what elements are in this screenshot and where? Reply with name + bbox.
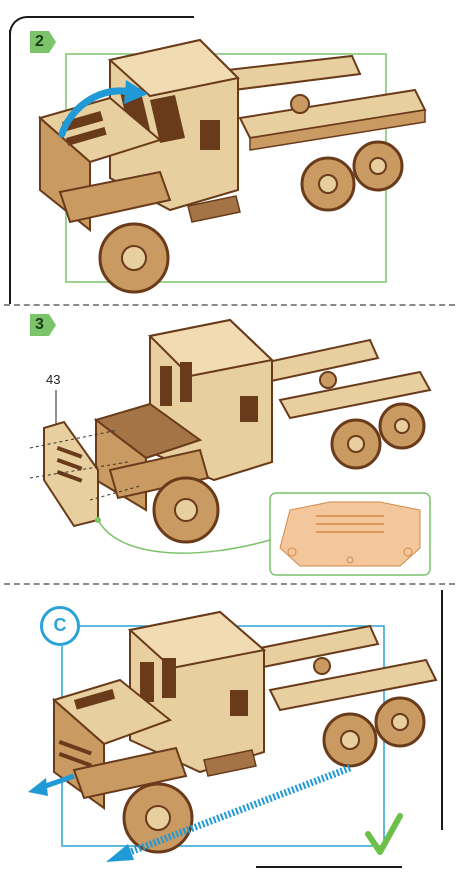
frame-left-line <box>9 30 11 304</box>
step-2-number: 2 <box>35 33 44 50</box>
section-divider-2 <box>4 583 455 585</box>
check-c-label: C <box>53 615 67 635</box>
step-2-badge: 2 <box>30 31 56 53</box>
step-badge-icon <box>30 314 56 336</box>
frame-right-line <box>441 590 443 830</box>
part-number-label: 43 <box>46 372 61 387</box>
arrow-left-icon <box>28 773 75 796</box>
truck-illustration-step3 <box>29 318 432 576</box>
truck-illustration-step2 <box>37 38 427 294</box>
step-3-badge: 3 <box>30 314 56 336</box>
curved-arrow-icon <box>58 80 148 138</box>
frame-corner <box>9 16 33 40</box>
step-3-number: 3 <box>35 316 44 333</box>
frame-top-line <box>28 16 194 18</box>
check-c-badge: C <box>40 606 80 646</box>
section-divider-1 <box>4 304 455 306</box>
step-badge-icon <box>30 31 56 53</box>
part-43-detail-inset <box>269 492 431 576</box>
frame-bottom-line <box>256 866 402 868</box>
arrow-direction-icon <box>106 764 352 862</box>
checkmark-icon <box>365 813 403 855</box>
